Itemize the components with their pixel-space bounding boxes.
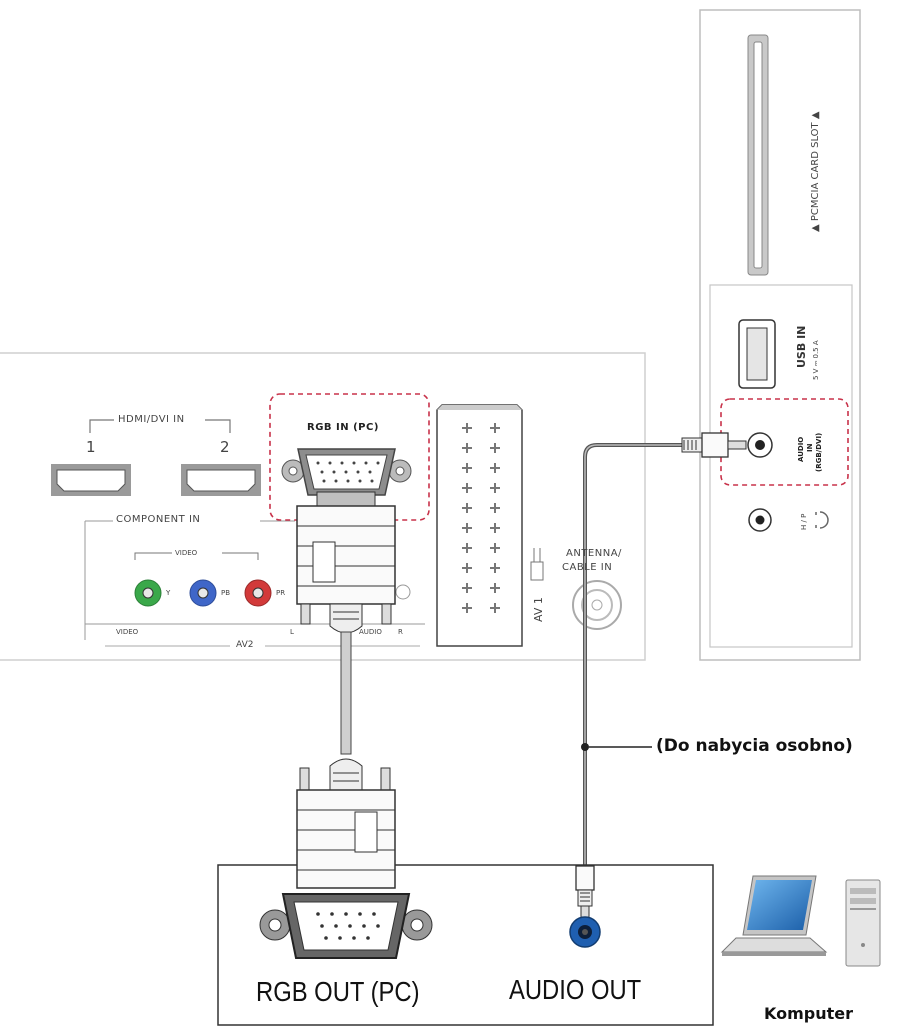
- vga-cable: [340, 631, 352, 755]
- component-y-jack: [134, 579, 162, 607]
- laptop-icon: [720, 875, 828, 956]
- desktop-tower-icon: [845, 879, 881, 967]
- rgb-in-label: RGB IN (PC): [307, 422, 379, 433]
- component-in-label: COMPONENT IN: [116, 514, 201, 525]
- callout-dot: [581, 743, 589, 751]
- pcmcia-slot-opening: [753, 41, 763, 269]
- video-bracket: [134, 552, 259, 560]
- headphone-label: H / P: [800, 513, 808, 530]
- antenna-label-line1: ANTENNA/: [566, 548, 622, 559]
- usb-port-icon: [738, 319, 776, 389]
- component-panel: [84, 520, 425, 640]
- y-label: Y: [166, 589, 171, 597]
- av2-label: AV2: [236, 640, 254, 650]
- audio-label: AUDIO: [359, 628, 382, 636]
- hdmi-port-2-label: 2: [220, 438, 230, 456]
- antenna-port-icon: [572, 580, 622, 630]
- vga-connector-icon: [281, 448, 412, 496]
- component-pb-jack: [189, 579, 217, 607]
- rgb-out-label: RGB OUT (PC): [256, 976, 420, 1007]
- audio-cable: [584, 444, 682, 866]
- audio-in-label-line2: IN: [806, 443, 814, 452]
- audio-plug-tv: [681, 432, 747, 458]
- audio-r-label: R: [398, 628, 403, 636]
- audio-out-jack: [569, 916, 601, 948]
- audio-r-indicator: [395, 584, 411, 600]
- audio-in-label-line1: AUDIO: [797, 436, 805, 462]
- vga-connector-icon: [259, 893, 433, 959]
- hdmi-dvi-label: HDMI/DVI IN: [118, 414, 185, 425]
- av1-label: AV 1: [532, 597, 545, 622]
- computer-caption: Komputer: [764, 1004, 854, 1023]
- audio-in-label-line3: (RGB/DVI): [815, 432, 823, 472]
- pcmcia-slot-label: ▲ PCMCIA CARD SLOT ▲: [810, 111, 821, 232]
- hdmi-bracket: [89, 419, 231, 433]
- side-jack-panel: [709, 284, 853, 648]
- scart-port-icon: [436, 404, 523, 647]
- vga-plug-tv: [296, 491, 396, 634]
- pb-label: PB: [221, 589, 231, 597]
- hdmi-port-icon: [51, 464, 131, 496]
- video-label: VIDEO: [116, 628, 139, 636]
- hdmi-port-1-label: 1: [86, 438, 96, 456]
- audio-out-label: AUDIO OUT: [509, 974, 642, 1005]
- component-pr-jack: [244, 579, 272, 607]
- vga-plug-pc: [296, 758, 396, 889]
- audio-jack-icon: [747, 432, 773, 458]
- usb-rating-label: 5 V ⎓ 0.5 A: [812, 340, 820, 380]
- video-group-label: VIDEO: [175, 549, 198, 557]
- audio-l-label: L: [290, 628, 294, 636]
- usb-in-label: USB IN: [795, 325, 808, 368]
- cable-note: (Do nabycia osobno): [656, 736, 853, 756]
- pr-label: PR: [276, 589, 286, 597]
- headphone-icon: [815, 511, 829, 529]
- audio-plug-pc: [575, 865, 595, 921]
- antenna-label-line2: CABLE IN: [562, 562, 613, 573]
- hdmi-port-icon: [181, 464, 261, 496]
- headphone-jack-icon: [748, 508, 772, 532]
- av1-symbol-icon: [530, 548, 544, 581]
